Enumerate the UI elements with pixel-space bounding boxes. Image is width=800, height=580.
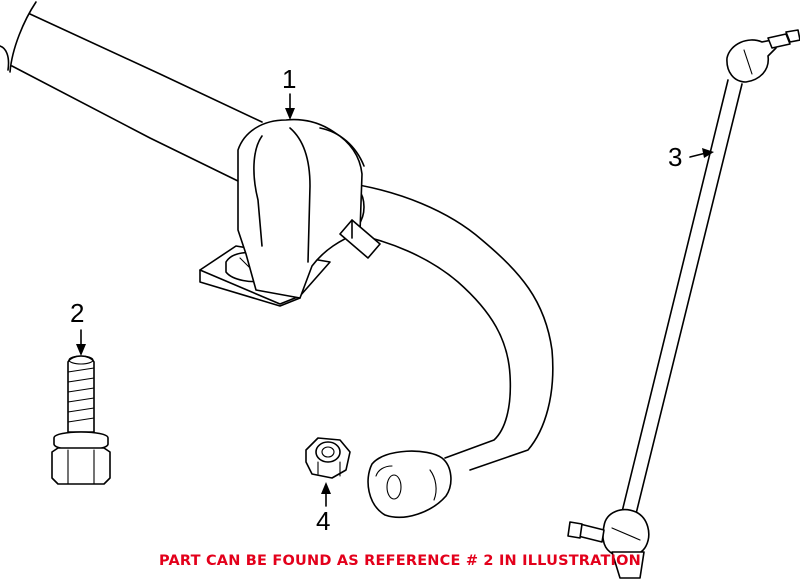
callout-1: 1: [282, 64, 296, 120]
bolt: [51, 355, 111, 485]
reference-caption: PART CAN BE FOUND AS REFERENCE # 2 IN IL…: [158, 553, 642, 569]
callout-arrowhead-4: [321, 482, 331, 494]
callout-arrowhead-3: [702, 148, 714, 158]
callout-arrowhead-2: [76, 344, 86, 356]
stabilizer-link: [567, 29, 800, 579]
callout-label-1: 1: [282, 64, 296, 94]
callout-label-3: 3: [668, 142, 682, 172]
bushing-bracket: [199, 118, 381, 307]
callout-label-2: 2: [70, 298, 84, 328]
callout-4: 4: [316, 482, 331, 536]
callout-3: 3: [668, 142, 714, 172]
callout-label-4: 4: [316, 506, 330, 536]
nut: [305, 437, 351, 479]
callout-arrowhead-1: [285, 108, 295, 120]
callout-2: 2: [70, 298, 86, 356]
